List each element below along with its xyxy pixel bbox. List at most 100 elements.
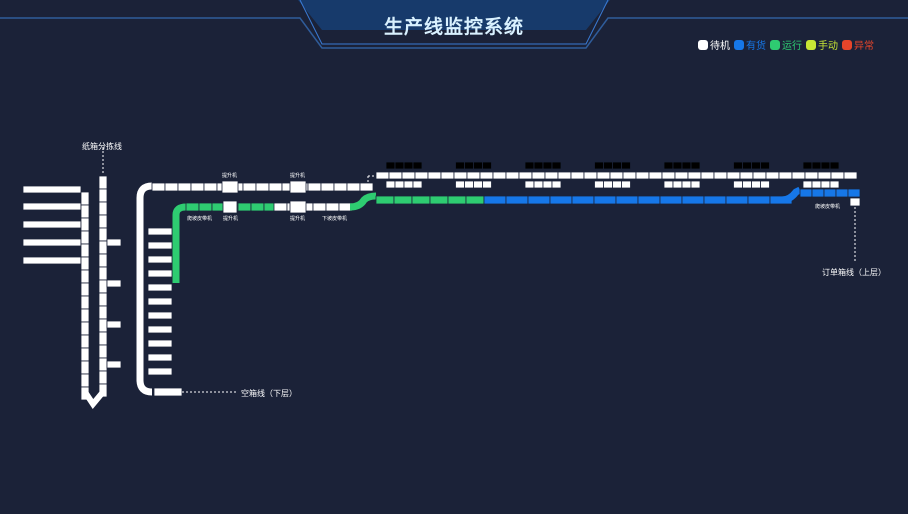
legend-swatch-loaded <box>734 39 744 50</box>
sorting-segment <box>80 360 90 375</box>
station-black-cell <box>733 161 743 170</box>
idle-cell <box>583 171 598 180</box>
idle-cell <box>388 171 403 180</box>
sorting-segment <box>98 253 108 268</box>
loaded-cell <box>505 195 529 205</box>
idle-cell <box>346 182 361 192</box>
loaded-cell <box>811 188 825 198</box>
station-white-cell <box>621 180 631 189</box>
loaded-cell <box>747 195 771 205</box>
station-white-cell <box>403 180 414 189</box>
loaded-cell <box>527 195 551 205</box>
legend-label-idle: 待机 <box>710 41 730 52</box>
station-black-cell <box>751 161 761 170</box>
sorting-segment <box>98 214 108 229</box>
idle-cell <box>518 171 533 180</box>
loaded-cell <box>571 195 595 205</box>
label-empty-line: 空箱线（下层） <box>241 389 297 398</box>
sorting-segment <box>80 308 90 323</box>
station-black-cell <box>455 161 465 170</box>
sorting-segment <box>80 282 90 297</box>
running-cell <box>237 202 252 212</box>
loaded-cell <box>725 195 749 205</box>
station-black-cell <box>482 161 492 170</box>
idle-cell <box>661 171 676 180</box>
idle-cell <box>453 171 468 180</box>
idle-cell <box>325 202 340 212</box>
sorting-branch <box>22 238 82 247</box>
idle-cell <box>830 171 845 180</box>
idle-cell <box>164 182 179 192</box>
idle-cell <box>791 171 806 180</box>
loaded-cell <box>483 195 507 205</box>
station-black-cell <box>621 161 631 170</box>
station-white-cell <box>742 180 752 189</box>
empty-line-cell <box>147 353 173 362</box>
empty-line-cell <box>147 241 173 250</box>
legend-swatch-running <box>770 39 780 50</box>
sorting-segment <box>80 269 90 284</box>
idle-cell <box>440 171 455 180</box>
station-white-cell <box>473 180 483 189</box>
sorting-branch <box>22 256 82 265</box>
station-white-cell <box>533 180 544 189</box>
running-cell <box>198 202 213 212</box>
station-white-cell <box>760 180 770 189</box>
sorting-branch <box>22 202 82 211</box>
label-sorting-line: 纸箱分拣线 <box>82 142 122 151</box>
station-black-cell <box>829 161 840 170</box>
legend-item-manual: 手动 <box>806 37 838 52</box>
sorting-segment <box>98 292 108 307</box>
station-white-cell <box>690 180 701 189</box>
sorting-segment <box>98 279 108 294</box>
sorting-bottom-turn <box>82 390 106 410</box>
station-black-cell <box>551 161 562 170</box>
sorting-segment <box>80 321 90 336</box>
empty-line-cell <box>147 297 173 306</box>
station-white-cell <box>412 180 423 189</box>
label-hoist-3: 提升机 <box>223 216 239 222</box>
hoist-cell <box>221 180 239 194</box>
idle-cell <box>752 171 767 180</box>
station-black-cell <box>385 161 396 170</box>
hoist-cell <box>289 200 307 214</box>
station-black-cell <box>464 161 474 170</box>
sorting-segment <box>98 344 108 359</box>
status-legend: 待机 有货 运行 手动 异常 <box>698 37 874 52</box>
station-white-cell <box>594 180 604 189</box>
loaded-cell <box>703 195 727 205</box>
idle-cell <box>466 171 481 180</box>
sorting-segment <box>98 331 108 346</box>
station-white-cell <box>829 180 840 189</box>
station-black-cell <box>524 161 535 170</box>
idle-cell <box>648 171 663 180</box>
running-cell <box>185 202 200 212</box>
running-cell <box>375 195 395 205</box>
sorting-transfer <box>106 279 122 288</box>
station-white-cell <box>482 180 492 189</box>
running-cell <box>429 195 449 205</box>
sorting-branch <box>22 220 82 229</box>
idle-cell <box>359 182 374 192</box>
idle-cell <box>505 171 520 180</box>
idle-cell <box>596 171 611 180</box>
station-black-cell <box>603 161 613 170</box>
station-black-cell <box>403 161 414 170</box>
idle-cell <box>739 171 754 180</box>
label-climb-belt-right: 爬坡皮带机 <box>815 204 841 210</box>
legend-swatch-manual <box>806 39 816 50</box>
idle-cell <box>713 171 728 180</box>
sorting-segment <box>80 347 90 362</box>
station-black-cell <box>663 161 674 170</box>
empty-line-cell <box>147 339 173 348</box>
idle-cell <box>531 171 546 180</box>
idle-cell <box>242 182 257 192</box>
sorting-segment <box>98 383 108 398</box>
station-white-cell <box>394 180 405 189</box>
label-order-line: 订单箱线（上层） <box>822 268 886 277</box>
station-white-cell <box>811 180 822 189</box>
idle-cell <box>700 171 715 180</box>
sorting-segment <box>98 305 108 320</box>
empty-line-cell <box>147 269 173 278</box>
station-black-cell <box>412 161 423 170</box>
